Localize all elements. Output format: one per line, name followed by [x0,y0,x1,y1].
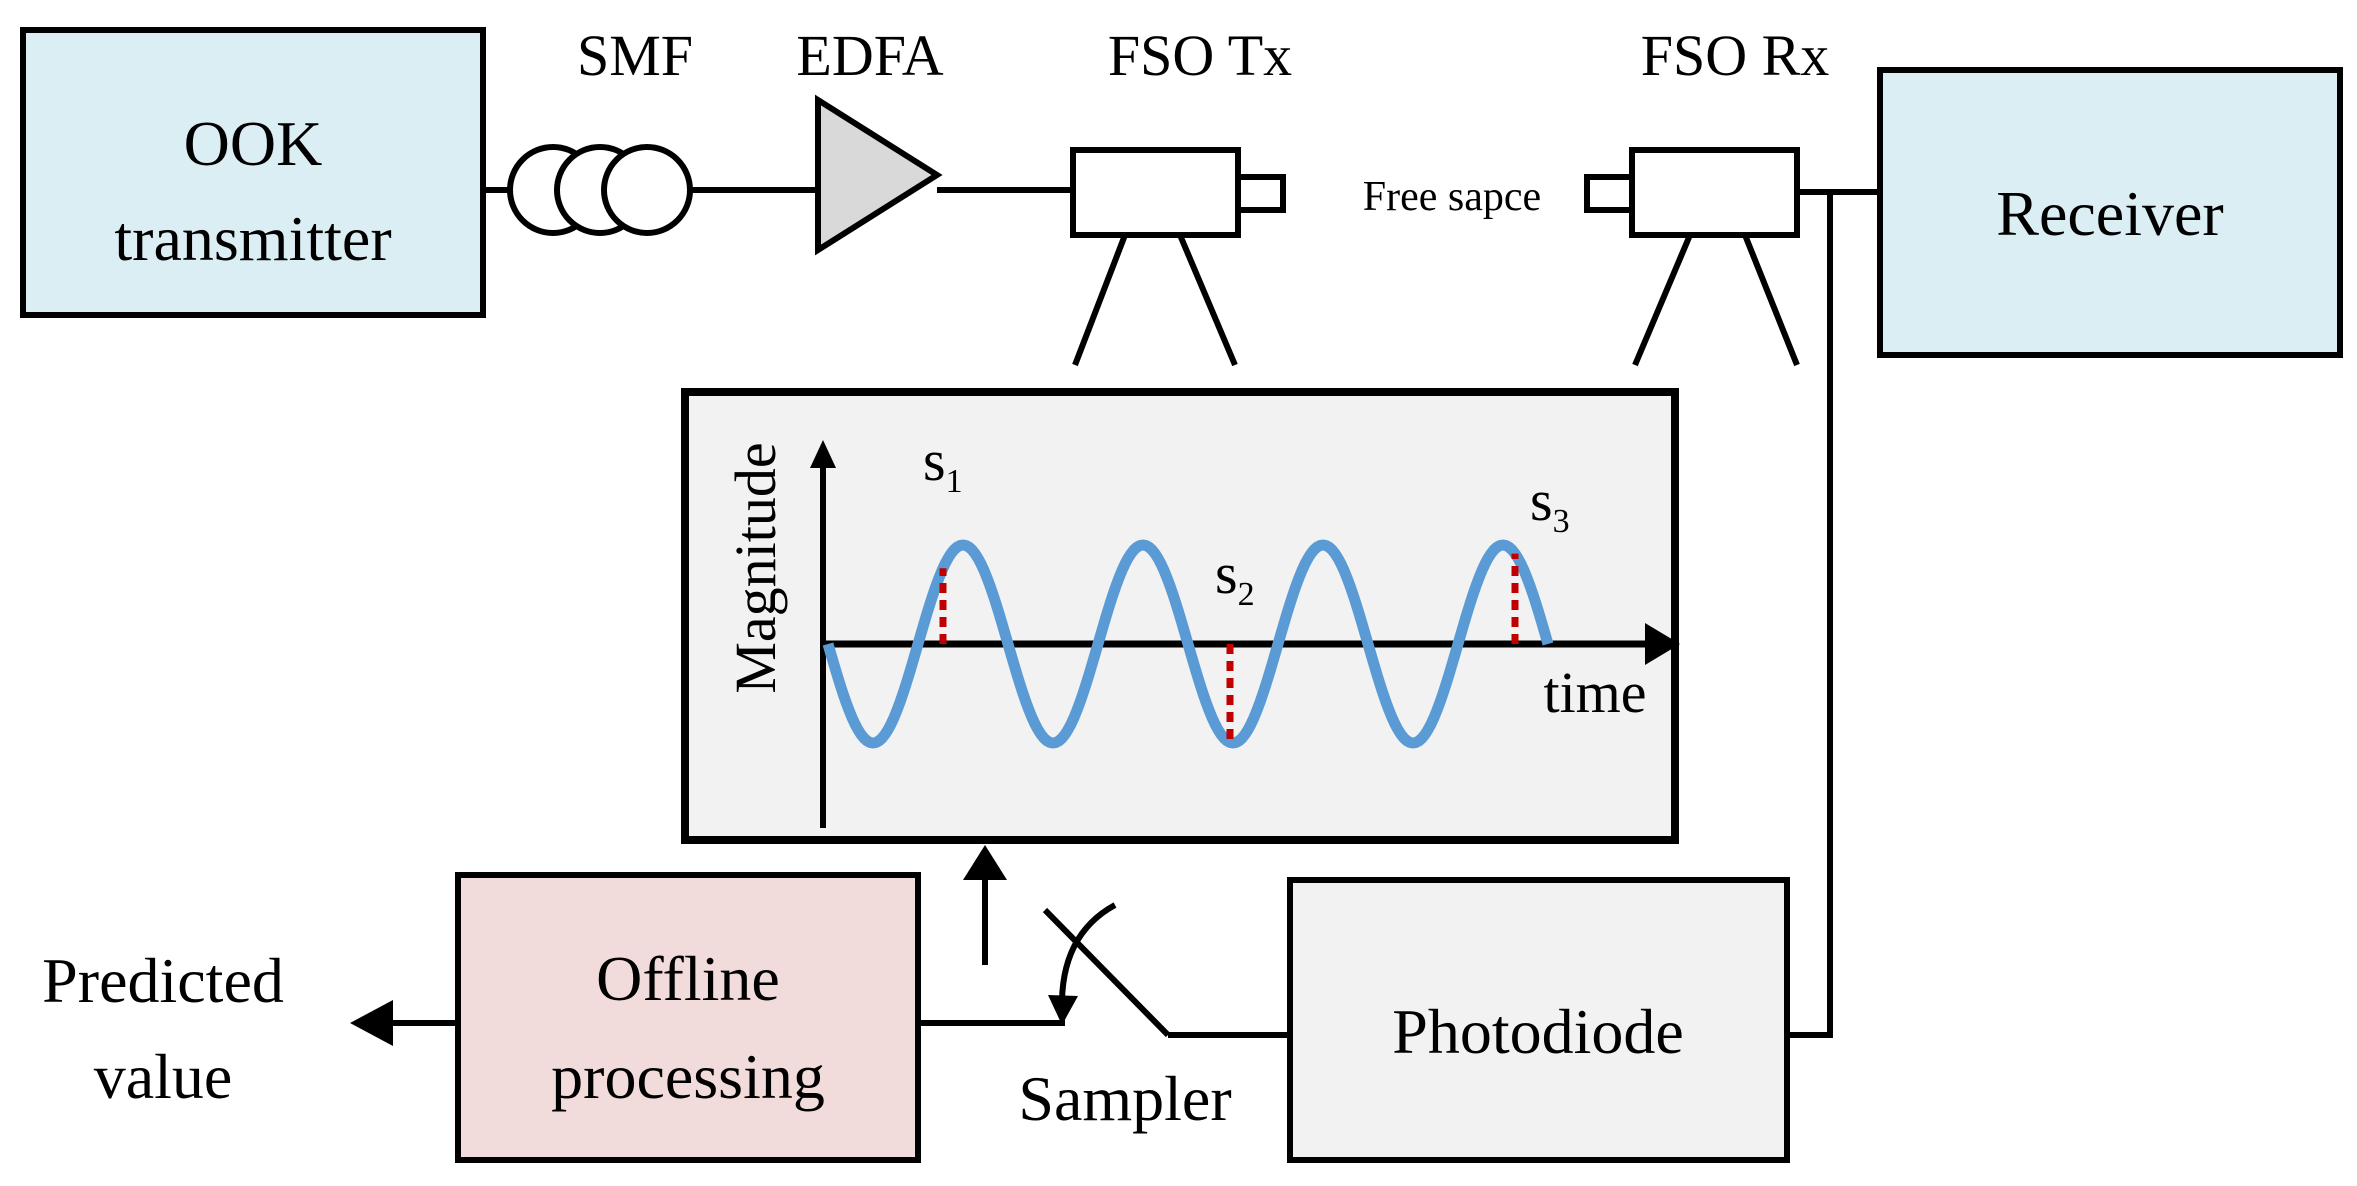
sampler-switch-icon [1042,902,1171,1038]
sample-s2-letter: s [1215,541,1238,606]
sample-s3-index: 3 [1553,503,1570,540]
predicted-value-label-line1: Predicted [42,945,284,1016]
time-axis-arrow-icon [1645,623,1680,665]
amplifier-triangle-icon [815,94,943,256]
link-rx-to-photodiode [1787,192,1833,1038]
fso-transmitter-tripod-icon [1070,147,1286,367]
fiber-coil-icon [507,144,693,236]
sample-s2-index: 2 [1238,576,1255,613]
sample-markers [939,553,1519,743]
sample-label-s1: s1 [923,428,963,500]
receiver-label: Receiver [1996,178,2223,249]
ook-transmitter-label-line2: transmitter [114,203,391,274]
photodiode-label: Photodiode [1392,996,1684,1067]
fso-rx-label: FSO Rx [1641,23,1830,88]
sample-s1-letter: s [923,428,946,493]
receiver-block: Receiver [1877,67,2343,358]
sample-label-s3: s3 [1530,468,1570,540]
magnitude-axis-arrow-icon [810,440,836,468]
offline-processing-box [455,872,921,1163]
sample-s1-index: 1 [946,463,963,500]
time-axis-label: time [1543,660,1646,725]
offline-processing-label-line1: Offline [596,943,780,1014]
ook-transmitter-block: OOK transmitter [20,27,486,318]
receiver-box [1877,67,2343,358]
predicted-value-label-line2: value [94,1041,233,1112]
ook-transmitter-label-line1: OOK [184,108,323,179]
edfa-label: EDFA [796,23,943,88]
scope-input-arrow-icon [963,845,1007,880]
magnitude-axis-label: Magnitude [723,442,788,693]
sample-s3-letter: s [1530,468,1553,533]
sampler-label: Sampler [1018,1063,1231,1134]
offline-processing-label-line2: processing [551,1041,825,1112]
photodiode-block: Photodiode [1287,877,1790,1163]
fso-receiver-tripod-icon [1584,147,1800,367]
free-space-label: Free sapce [1363,174,1541,220]
output-arrow-icon [350,1000,393,1046]
waveform-scope-panel: Magnitude time s1 s2 s3 [681,388,1680,844]
smf-label: SMF [577,23,693,88]
offline-processing-block: Offline processing [455,872,921,1163]
photodiode-box [1287,877,1790,1163]
sample-label-s2: s2 [1215,541,1255,613]
sine-wave [822,539,1554,749]
fso-tx-label: FSO Tx [1108,23,1292,88]
ook-transmitter-box [20,27,486,318]
